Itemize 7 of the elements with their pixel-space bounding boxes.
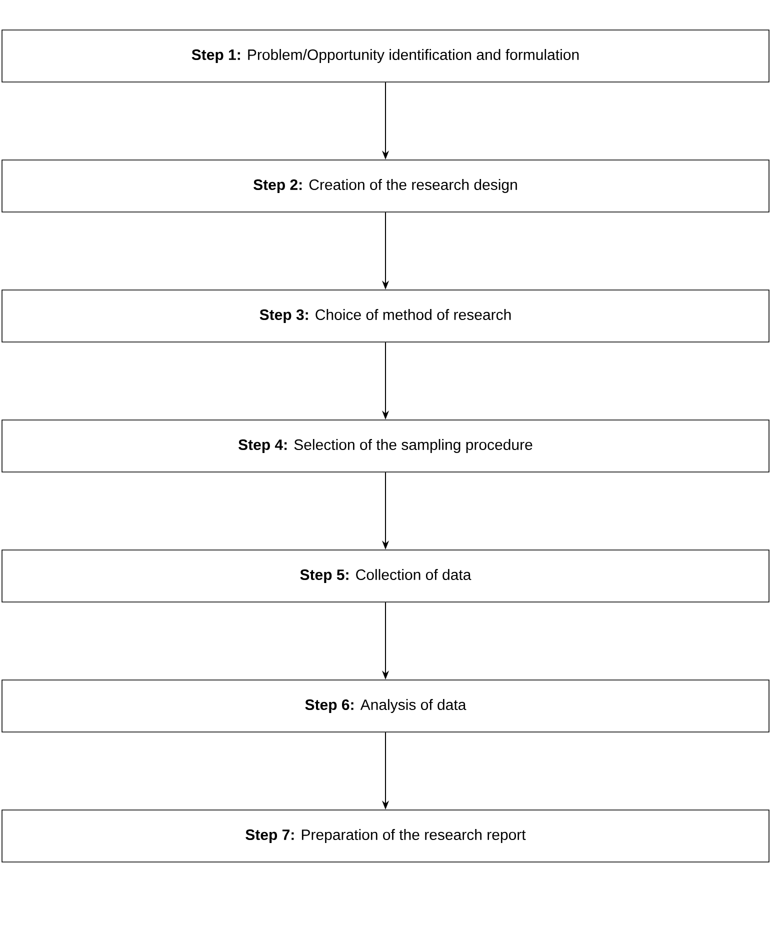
step-box: Step 2: Creation of the research design — [2, 160, 770, 212]
step-box: Step 4: Selection of the sampling procedure — [2, 420, 770, 472]
step-box: Step 6: Analysis of data — [2, 680, 770, 732]
step-box: Step 1: Problem/Opportunity identification and formulation — [2, 30, 770, 82]
step-box: Step 7: Preparation of the research report — [2, 810, 770, 862]
step-box: Step 5: Collection of data — [2, 550, 770, 602]
step-box: Step 3: Choice of method of research — [2, 290, 770, 342]
